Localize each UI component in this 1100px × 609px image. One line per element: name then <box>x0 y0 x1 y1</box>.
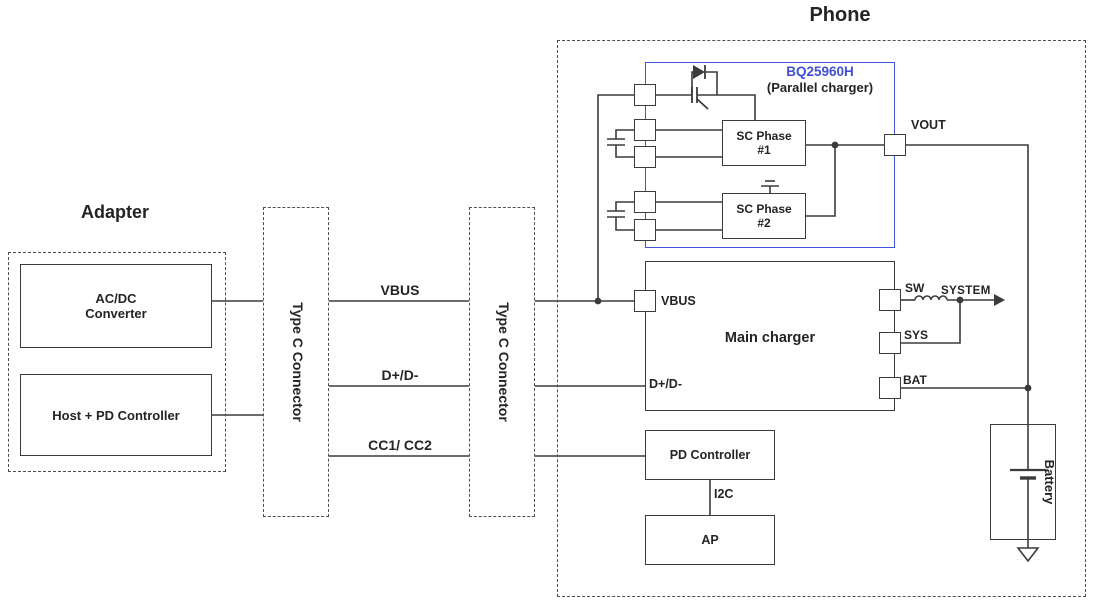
type-c-connector-left-box <box>263 207 329 517</box>
junction-dot <box>1024 384 1032 392</box>
host-pd-controller-box: Host + PD Controller <box>20 374 212 456</box>
sc-phase-2-box: SC Phase #2 <box>722 193 806 239</box>
bq-cap1-bottom-pin <box>634 146 656 168</box>
vout-pin <box>884 134 906 156</box>
sw-pin <box>879 289 901 311</box>
adapter-title: Adapter <box>80 202 149 222</box>
bq25960h-subtitle-label: (Parallel charger) <box>766 80 874 95</box>
junction-dot <box>956 296 964 304</box>
battery-label: Battery <box>1042 459 1057 505</box>
type-c-connector-right-box <box>469 207 535 517</box>
main-charger-title: Main charger <box>724 330 816 346</box>
system-label: SYSTEM <box>941 285 991 297</box>
ground-icon <box>1016 547 1040 563</box>
bq-input-pin <box>634 84 656 106</box>
bat-pin <box>879 377 901 399</box>
arrow-icon <box>994 294 1005 306</box>
mosfet-icon <box>691 87 709 110</box>
battery-cell-icon <box>1010 468 1046 480</box>
sys-pin <box>879 332 901 354</box>
i2c-label: I2C <box>714 487 734 501</box>
pd-controller-box: PD Controller <box>645 430 775 480</box>
phone-group-box <box>557 40 1086 597</box>
capacitor-icon <box>761 180 779 193</box>
junction-dot <box>831 141 839 149</box>
vout-label: VOUT <box>911 118 946 132</box>
battery-box <box>990 424 1056 540</box>
phone-title: Phone <box>809 4 871 26</box>
flying-capacitor-icon <box>607 201 634 231</box>
sw-label: SW <box>905 281 925 295</box>
bq-cap2-top-pin <box>634 191 656 213</box>
main-charger-data-label: D+/D- <box>649 377 682 391</box>
flying-capacitor-icon <box>607 129 634 158</box>
bq25960h-name-label: BQ25960H <box>786 64 854 79</box>
vbus-pin <box>634 290 656 312</box>
inductor-icon <box>914 295 948 301</box>
bq-cap2-bottom-pin <box>634 219 656 241</box>
vbus-signal-label: VBUS <box>380 282 420 298</box>
acdc-converter-box: AC/DC Converter <box>20 264 212 348</box>
type-c-connector-left-label: Type C Connector <box>290 302 306 422</box>
cc-signal-label: CC1/ CC2 <box>368 437 432 453</box>
sc-phase-1-box: SC Phase #1 <box>722 120 806 166</box>
type-c-connector-right-label: Type C Connector <box>496 302 512 422</box>
sys-label: SYS <box>904 328 929 342</box>
ap-box: AP <box>645 515 775 565</box>
adapter-group-box <box>8 252 226 472</box>
bq-cap1-top-pin <box>634 119 656 141</box>
bat-label: BAT <box>903 373 927 387</box>
junction-dots <box>594 141 1032 392</box>
data-signal-label: D+/D- <box>381 367 419 383</box>
junction-dot <box>594 297 602 305</box>
diode-icon <box>691 65 718 95</box>
main-charger-vbus-label: VBUS <box>661 294 696 308</box>
